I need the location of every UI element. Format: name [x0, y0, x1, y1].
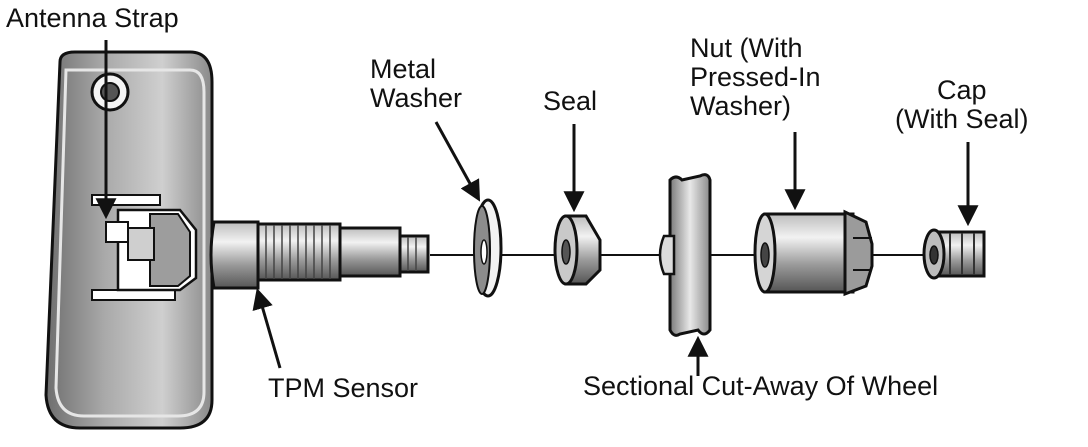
tpm-valve-stem: [209, 220, 430, 290]
tpm-sensor-label: TPM Sensor: [268, 373, 419, 403]
seal-label: Seal: [543, 86, 598, 116]
metal-washer: [473, 198, 503, 298]
tpm-sensor-arrow: [252, 287, 282, 369]
cap-part: [922, 228, 986, 280]
nut-label: Nut (With Pressed-In Washer): [690, 33, 821, 121]
antenna-strap-label: Antenna Strap: [6, 3, 179, 33]
metal-washer-arrow: [434, 121, 481, 202]
wheel-cutaway: [658, 173, 712, 337]
sectional-cutaway-label: Sectional Cut-Away Of Wheel: [583, 371, 939, 401]
metal-washer-label: Metal Washer: [370, 54, 463, 113]
cap-label: Cap (With Seal): [895, 75, 1029, 134]
seal-part: [553, 214, 602, 286]
tpm-sensor-housing: [44, 50, 214, 430]
nut-part: [753, 209, 874, 297]
